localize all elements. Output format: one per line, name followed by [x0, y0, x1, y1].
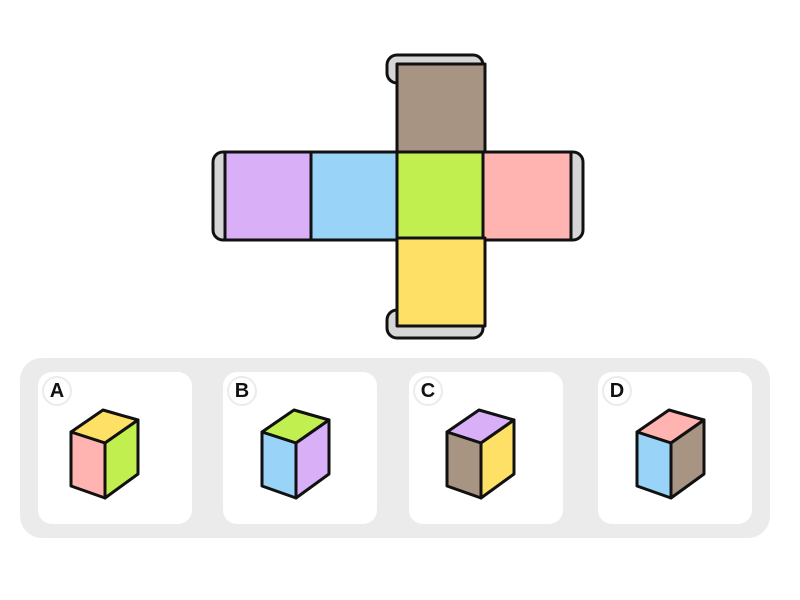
net-face-center: [395, 150, 487, 242]
option-c-label: C: [413, 376, 443, 406]
cube-front-face: [260, 430, 298, 500]
net-face-far-left: [223, 150, 315, 242]
cube-side-face: [479, 418, 516, 500]
option-a-cube: [69, 408, 140, 500]
option-b-cube: [260, 408, 331, 500]
option-b-label: B: [227, 376, 257, 406]
cube-net: [211, 53, 585, 340]
net-face-bottom: [395, 236, 487, 328]
option-c-card[interactable]: C: [409, 372, 563, 524]
option-c-cube: [445, 408, 516, 500]
cube-side-face: [669, 418, 706, 500]
net-face-right: [481, 150, 573, 242]
net-face-left: [309, 150, 401, 242]
option-d-cube: [635, 408, 706, 500]
cube-front-face: [69, 430, 107, 500]
cube-side-face: [103, 418, 140, 500]
option-b-card[interactable]: B: [223, 372, 377, 524]
net-face-top: [395, 62, 487, 154]
cube-front-face: [445, 430, 483, 500]
option-d-label: D: [602, 376, 632, 406]
option-a-label: A: [42, 376, 72, 406]
option-a-card[interactable]: A: [38, 372, 192, 524]
cube-side-face: [294, 418, 331, 500]
option-d-card[interactable]: D: [598, 372, 752, 524]
options-panel: A B C D: [20, 358, 770, 538]
cube-front-face: [635, 430, 673, 500]
